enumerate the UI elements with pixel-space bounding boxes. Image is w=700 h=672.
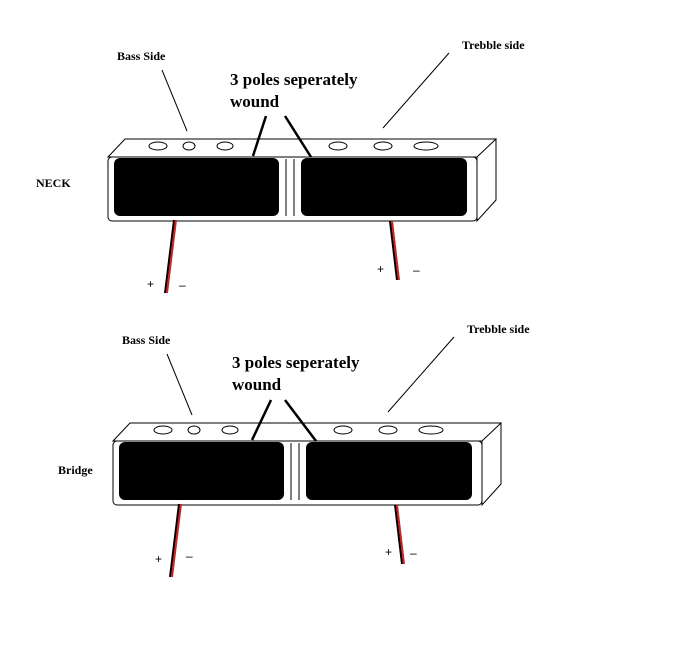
bridge-pickup-side-face [481, 423, 502, 507]
bridge-bass-pointer [166, 353, 193, 416]
neck-pole-hole [216, 141, 234, 151]
neck-left-lead-plus: + [147, 277, 154, 291]
bridge-pole-hole [187, 425, 201, 435]
neck-treble-coil [301, 158, 467, 216]
bridge-treble-side-label: Trebble side [467, 322, 530, 336]
bridge-right-lead-black [394, 504, 403, 565]
neck-pickup-label: NECK [36, 176, 71, 190]
neck-right-lead-black [389, 220, 398, 281]
neck-right-lead-minus: – [413, 263, 420, 277]
neck-pole-hole [413, 141, 439, 151]
bridge-right-lead-plus: + [385, 545, 392, 559]
neck-left-lead-red [166, 219, 177, 294]
bridge-left-lead-plus: + [155, 552, 162, 566]
neck-coil-pointer-right [283, 115, 313, 158]
bridge-treble-pointer [387, 336, 455, 413]
bridge-right-lead-minus: – [410, 546, 417, 560]
bridge-left-lead-minus: – [186, 549, 193, 563]
neck-left-lead-minus: – [179, 278, 186, 292]
bridge-pole-hole [418, 425, 444, 435]
neck-treble-pointer [382, 52, 450, 129]
bridge-coil-pointer-left [250, 399, 273, 441]
bridge-pickup: Bridge Bass Side Trebble side 3 poles se… [58, 322, 530, 578]
neck-pole-hole [148, 141, 168, 151]
neck-bass-coil [114, 158, 279, 216]
neck-pole-hole [328, 141, 348, 151]
neck-pickup-side-face [476, 139, 497, 223]
neck-coil-note-line2: wound [230, 92, 280, 111]
bridge-pickup-label: Bridge [58, 463, 93, 477]
neck-bass-pointer [161, 69, 188, 132]
bridge-pole-hole [333, 425, 353, 435]
neck-pickup: NECK Bass Side Trebble side 3 poles sepe… [36, 38, 525, 294]
bridge-left-lead-red [171, 503, 182, 578]
bridge-pole-hole [378, 425, 398, 435]
bridge-right-lead-red [396, 504, 405, 565]
bridge-coil-note-line2: wound [232, 375, 282, 394]
bridge-coil-note: 3 poles seperately [232, 353, 360, 372]
neck-coil-note: 3 poles seperately [230, 70, 358, 89]
neck-pole-hole [182, 141, 196, 151]
neck-treble-side-label: Trebble side [462, 38, 525, 52]
neck-right-lead-plus: + [377, 262, 384, 276]
bridge-pole-hole [221, 425, 239, 435]
bridge-treble-coil [306, 442, 472, 500]
bridge-coil-pointer-right [284, 399, 317, 442]
bridge-left-lead-black [169, 503, 180, 578]
neck-left-lead-black [164, 219, 175, 294]
neck-right-lead-red [391, 220, 400, 281]
neck-pole-hole [373, 141, 393, 151]
neck-bass-side-label: Bass Side [117, 49, 166, 63]
neck-coil-pointer-left [251, 115, 268, 157]
bridge-bass-side-label: Bass Side [122, 333, 171, 347]
bridge-bass-coil [119, 442, 284, 500]
bridge-pole-hole [153, 425, 173, 435]
